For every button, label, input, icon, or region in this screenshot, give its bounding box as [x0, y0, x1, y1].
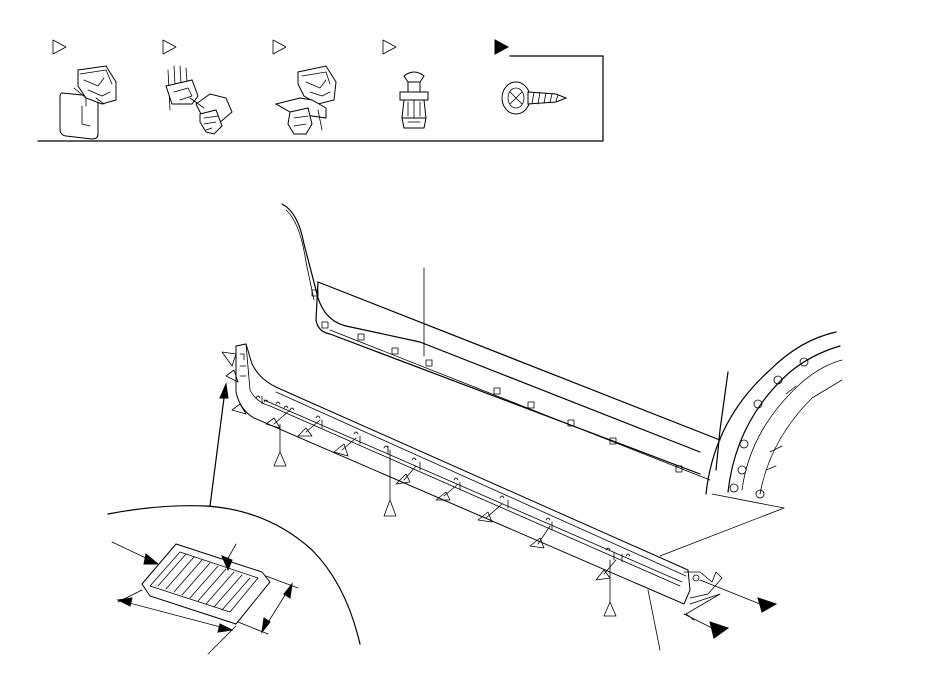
legend-marker-filled-5 — [494, 39, 510, 55]
wheel-arch-inner — [727, 345, 841, 493]
callout-leader-11 — [485, 503, 503, 519]
tapping-screw-icon — [501, 81, 568, 115]
callout-open-5 — [273, 451, 287, 467]
vehicle-body — [281, 203, 843, 557]
tape-pad — [141, 543, 271, 625]
dim-arrow-width-left — [116, 597, 133, 607]
callout-open-8 — [383, 499, 397, 517]
detail-leader — [209, 397, 225, 507]
dim-ext-depth-bottom — [237, 621, 269, 635]
legend-marker-open-2 — [162, 39, 177, 55]
molding-inner-line — [245, 343, 681, 587]
dim-arrow-depth-bottom — [261, 617, 271, 634]
callout-open-13 — [595, 569, 611, 581]
tape-pad-inner — [149, 551, 259, 613]
dim-arrow-depth-top — [283, 582, 293, 599]
callout-open-9 — [395, 473, 411, 485]
legend-marker-open-1 — [52, 39, 67, 55]
molding-rear-end — [683, 571, 723, 599]
body-clip-holes — [311, 289, 683, 473]
screw-leader-1 — [699, 579, 761, 605]
door-lower-edge — [281, 203, 701, 453]
callout-open-4 — [265, 417, 281, 429]
sill-top-line — [317, 281, 721, 441]
clip-callouts — [221, 351, 617, 617]
dim-arrow-top-left — [143, 553, 160, 565]
leader-line-lower — [647, 589, 661, 651]
detail-circle-arc — [107, 505, 361, 645]
arch-details — [765, 385, 797, 471]
sill-flange-front — [315, 281, 331, 335]
callout-open-6 — [297, 427, 313, 437]
screw-callout-filled-2 — [709, 621, 730, 639]
sill-lower-line — [329, 333, 701, 475]
callout-leader-6 — [305, 419, 321, 433]
side-sill-molding — [235, 343, 723, 621]
dim-arrow-top-right — [221, 555, 233, 572]
clip-with-fastener-icon — [274, 65, 337, 135]
clip-with-pad-icon — [59, 65, 117, 140]
callout-open-7 — [333, 443, 349, 457]
molding-mid-line — [263, 399, 683, 583]
callout-open-2 — [225, 369, 239, 383]
molding-rear-hole — [692, 574, 700, 582]
legend-marker-open-4 — [382, 39, 397, 55]
callout-leader-10 — [443, 483, 459, 497]
wheel-arch-liner — [741, 359, 843, 491]
callout-open-14 — [603, 601, 617, 617]
arch-fastener-2 — [753, 399, 763, 409]
callout-leader-4 — [273, 409, 291, 425]
fastener-legend — [37, 39, 604, 142]
tape-pad-hatching — [157, 553, 251, 611]
rear-pillar-edge — [715, 371, 729, 471]
molding-outline — [235, 343, 691, 605]
dim-ext-depth-top — [265, 575, 299, 589]
callout-leader-12 — [537, 525, 551, 545]
dim-line-top-left — [111, 541, 151, 561]
callout-open-11 — [477, 511, 493, 523]
wheel-arch-outer — [705, 331, 837, 495]
detail-view-tape — [107, 382, 361, 655]
arch-fastener-4 — [799, 357, 809, 367]
detail-leader-arrow — [219, 382, 229, 399]
callout-open-12 — [529, 537, 545, 549]
dim-arrow-width-right — [217, 623, 234, 633]
sill-lower-line-2 — [329, 329, 711, 481]
screw-callouts — [683, 579, 778, 639]
callout-leader-9 — [403, 465, 417, 481]
arch-fastener-3 — [773, 375, 783, 385]
molding-clip-positions — [239, 353, 631, 563]
arch-fastener-1 — [739, 439, 749, 449]
arch-fastener-6 — [755, 489, 765, 499]
door-edge-inner — [285, 209, 315, 301]
callout-open-1 — [221, 351, 237, 367]
screw-leader-2 — [683, 613, 713, 629]
molding-rear-tab — [685, 593, 721, 615]
dim-ext-right — [207, 625, 237, 655]
clip-with-grommet-icon — [165, 65, 233, 135]
wheel-arch-liner-2 — [759, 379, 843, 495]
dim-ext-left — [117, 589, 143, 603]
screw-callout-filled-1 — [757, 597, 778, 613]
dim-line-width — [117, 599, 233, 631]
arch-fastener-5 — [737, 465, 747, 475]
legend-marker-open-3 — [272, 39, 287, 55]
leader-line-right-2 — [711, 493, 785, 509]
push-rivet-icon — [399, 71, 429, 129]
molding-top-line — [275, 391, 687, 577]
callout-open-3 — [231, 403, 247, 415]
callout-leader-7 — [341, 437, 357, 451]
arch-fastener-7 — [729, 483, 739, 493]
leader-line-right — [659, 507, 785, 557]
callout-open-10 — [435, 491, 451, 501]
